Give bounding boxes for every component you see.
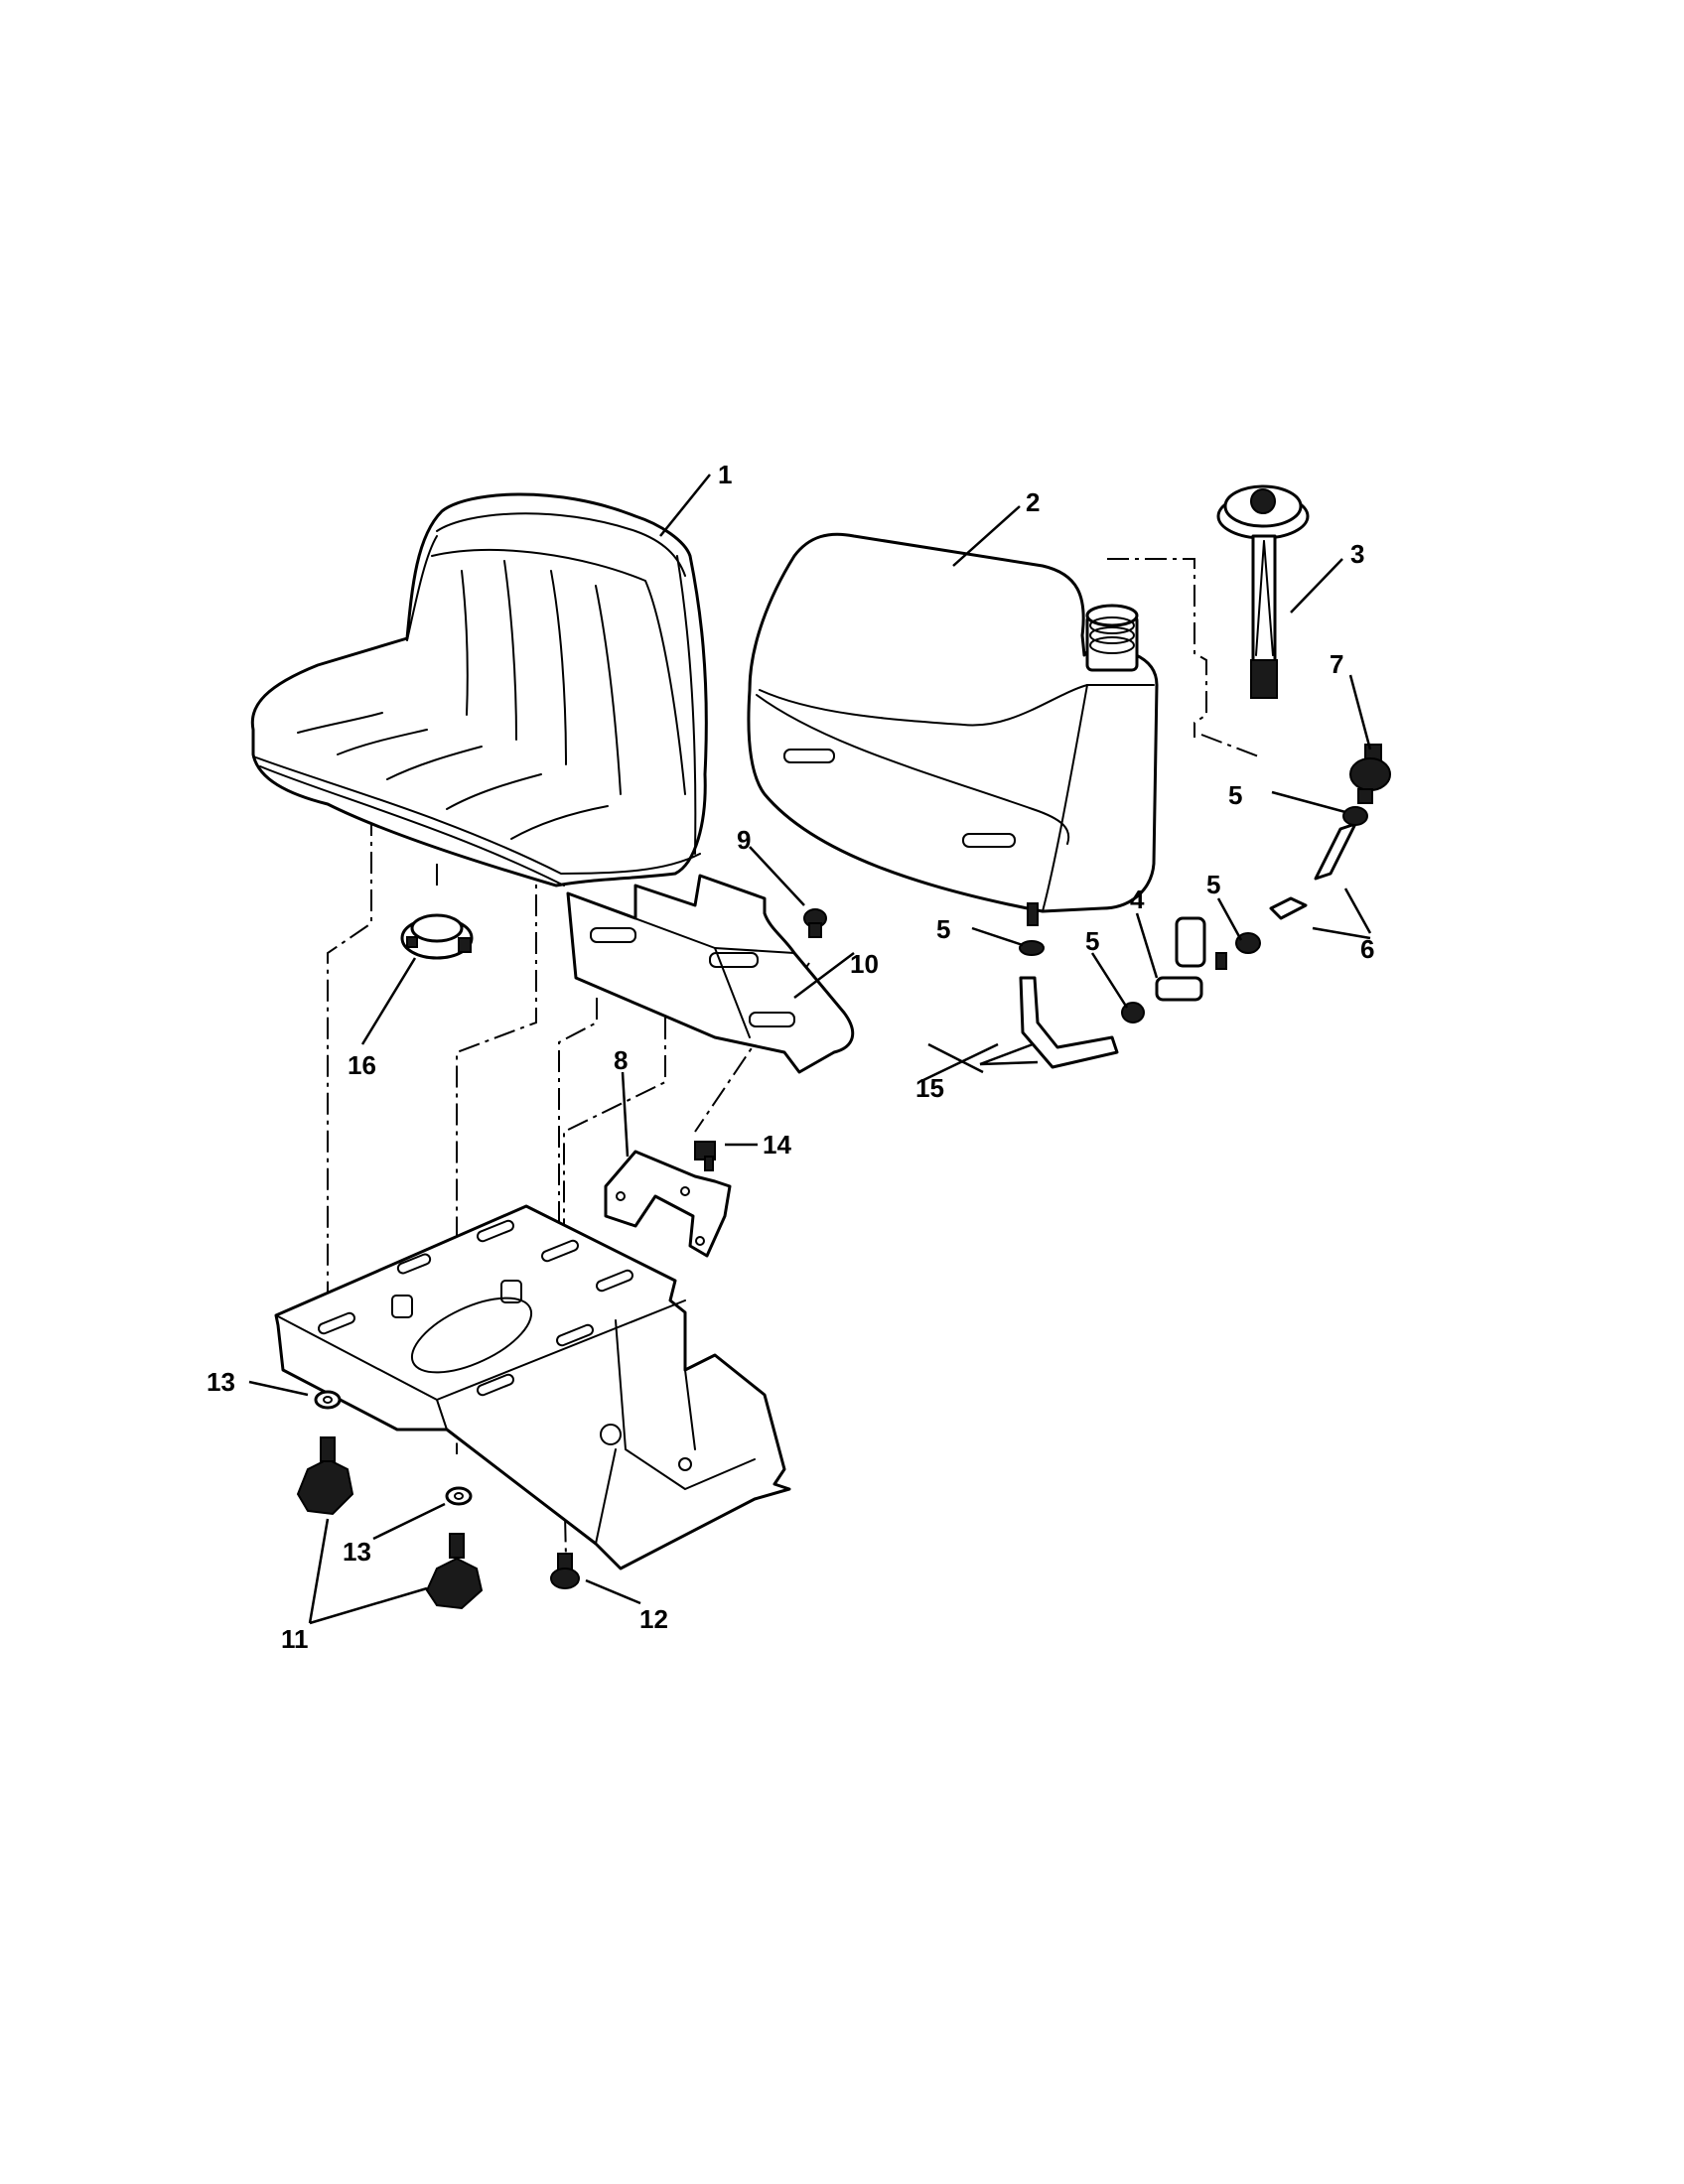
callout-9: 9 (737, 825, 751, 855)
callout-14: 14 (763, 1130, 791, 1160)
callout-6: 6 (1360, 934, 1374, 964)
callout-13-a: 13 (207, 1367, 235, 1397)
callout-8: 8 (614, 1045, 628, 1075)
hoses-and-clamps (1019, 806, 1368, 1069)
callout-3: 3 (1350, 539, 1364, 569)
callout-11: 12 (639, 1604, 668, 1634)
callout-5-c: 5 (936, 914, 950, 944)
callout-13-b: 13 (343, 1537, 371, 1567)
bolt-9 (803, 908, 827, 938)
knobs (296, 1436, 484, 1610)
callout-5-d: 5 (1085, 926, 1099, 956)
seat-switch (400, 913, 474, 960)
callout-5-a: 5 (1228, 780, 1242, 810)
washers (314, 1390, 473, 1506)
callout-1: 1 (718, 460, 732, 489)
callout-16: 16 (348, 1050, 376, 1080)
callout-15: 15 (915, 1073, 944, 1103)
seat (250, 492, 708, 887)
fuel-tank (747, 532, 1159, 926)
callout-7: 7 (1330, 649, 1343, 679)
heat-shield (566, 874, 855, 1074)
callout-10: 10 (850, 949, 879, 979)
callout-2: 2 (1026, 487, 1040, 517)
bolt-11 (550, 1553, 580, 1589)
bracket (604, 1150, 732, 1258)
fuel-filter (1349, 744, 1391, 804)
callout-labels: 1 2 3 7 5 5 4 5 5 6 15 9 10 16 8 14 13 1… (207, 460, 1374, 1654)
fuel-cap-gauge (1216, 484, 1310, 699)
callout-4: 4 (1130, 885, 1145, 914)
screw-14 (694, 1141, 716, 1171)
callout-12: 11 (281, 1624, 309, 1654)
frame-seat-pan (274, 1204, 791, 1570)
callout-5-b: 5 (1206, 870, 1220, 899)
leader-lines (248, 474, 1372, 1625)
